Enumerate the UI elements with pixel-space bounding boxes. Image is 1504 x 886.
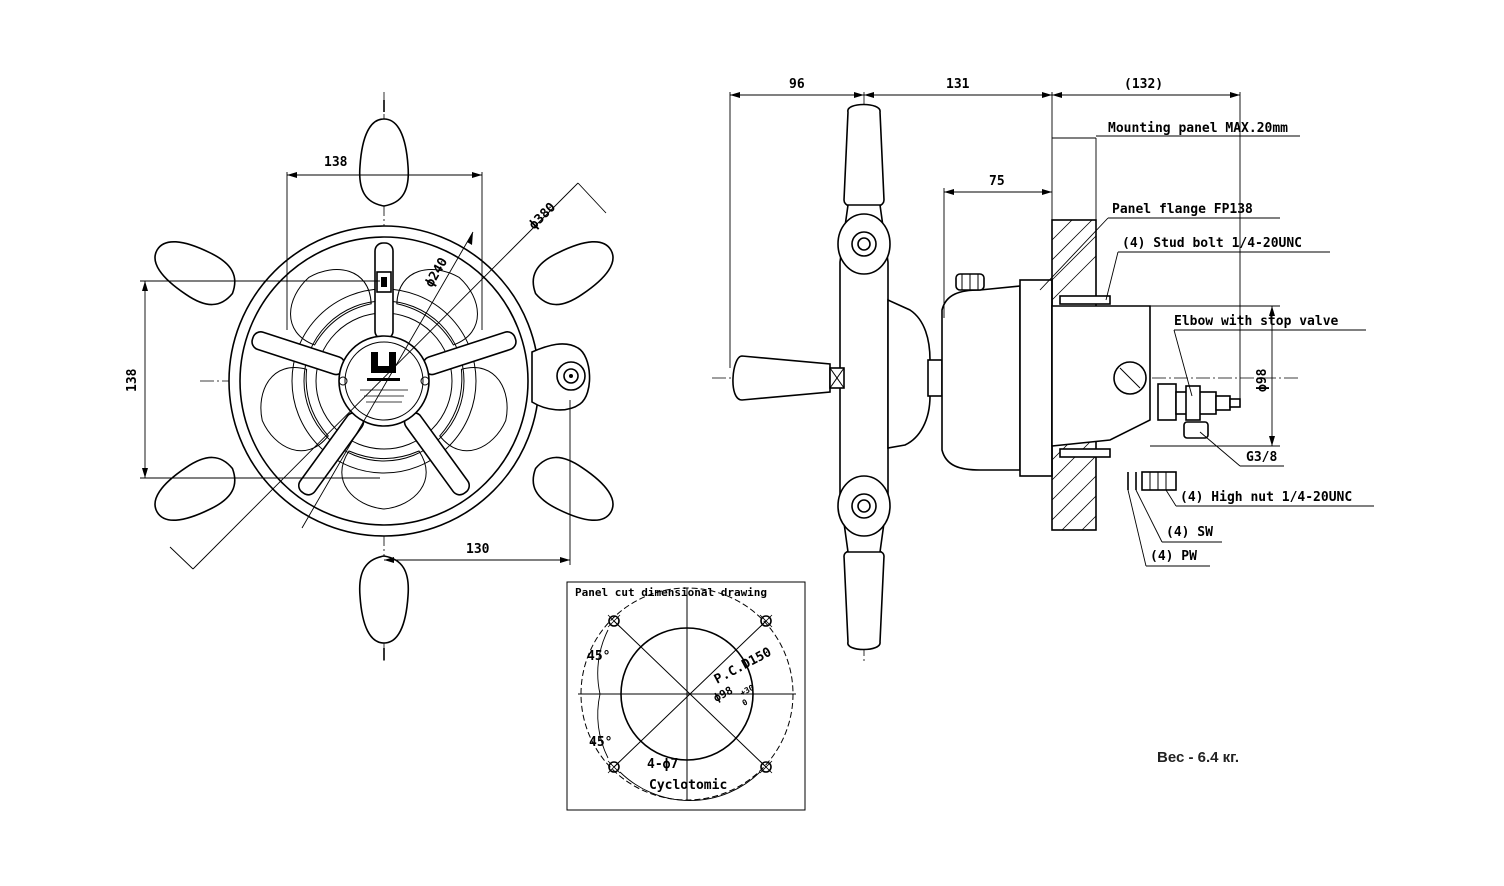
bore-sub: 0 [741,697,750,707]
pump-housing [941,285,1021,471]
holes-label: 4-ϕ7 [647,757,678,772]
cyclotomic-label: Cyclotomic [649,778,727,793]
dim-132: (132) [1124,77,1163,92]
bore-label: ϕ98 [711,684,735,705]
mounting-lug [531,343,591,411]
dim-offset-bottom: 130 [466,542,490,557]
pump-rear-block [1051,305,1151,447]
dim-96: 96 [789,77,805,92]
hub-logo-icon [360,352,408,403]
wheel-windows [260,269,508,510]
side-handle-top [843,103,885,210]
dim-width-top: 138 [324,155,348,170]
label-panel-flange: Panel flange FP138 [1112,202,1253,217]
angle-bottom: 45° [589,735,612,750]
side-hub [887,298,931,449]
label-pw: (4) PW [1150,549,1197,564]
pcd-label: P.C.D150 [712,645,774,688]
dim-dia98: ϕ98 [1255,368,1270,392]
elbow-fitting [1157,383,1177,421]
front-dimensions [140,100,607,660]
dim-height-left: 138 [125,368,140,392]
high-nut [1141,471,1177,491]
label-high-nut: (4) High nut 1/4-20UNC [1180,490,1352,505]
label-g38: G3/8 [1246,450,1277,465]
side-dimensions [729,92,1374,567]
panel-cut-title: Panel cut dimensional drawing [575,586,767,599]
dim-dia-outer: ϕ380 [526,200,559,233]
panel-cut-holes [607,614,773,774]
side-view: 96 131 (132) 75 ϕ98 Mounting panel MAX.2… [712,77,1374,662]
label-elbow: Elbow with stop valve [1174,314,1339,329]
label-stud-bolt: (4) Stud bolt 1/4-20UNC [1122,236,1302,251]
weight-label: Вес - 6.4 кг. [1157,749,1239,766]
wheel-spokes [251,242,517,496]
dim-131: 131 [946,77,970,92]
panel-cut-drawing [566,581,806,811]
angle-top: 45° [587,649,610,664]
wheel-handles [154,118,614,644]
side-handle-horizontal [732,355,831,401]
side-handle-bottom [843,547,885,651]
dim-75: 75 [989,174,1005,189]
front-view: 138 138 ϕ380 ϕ240 130 [125,92,614,662]
label-sw: (4) SW [1166,525,1213,540]
label-mounting-panel: Mounting panel MAX.20mm [1108,121,1288,136]
